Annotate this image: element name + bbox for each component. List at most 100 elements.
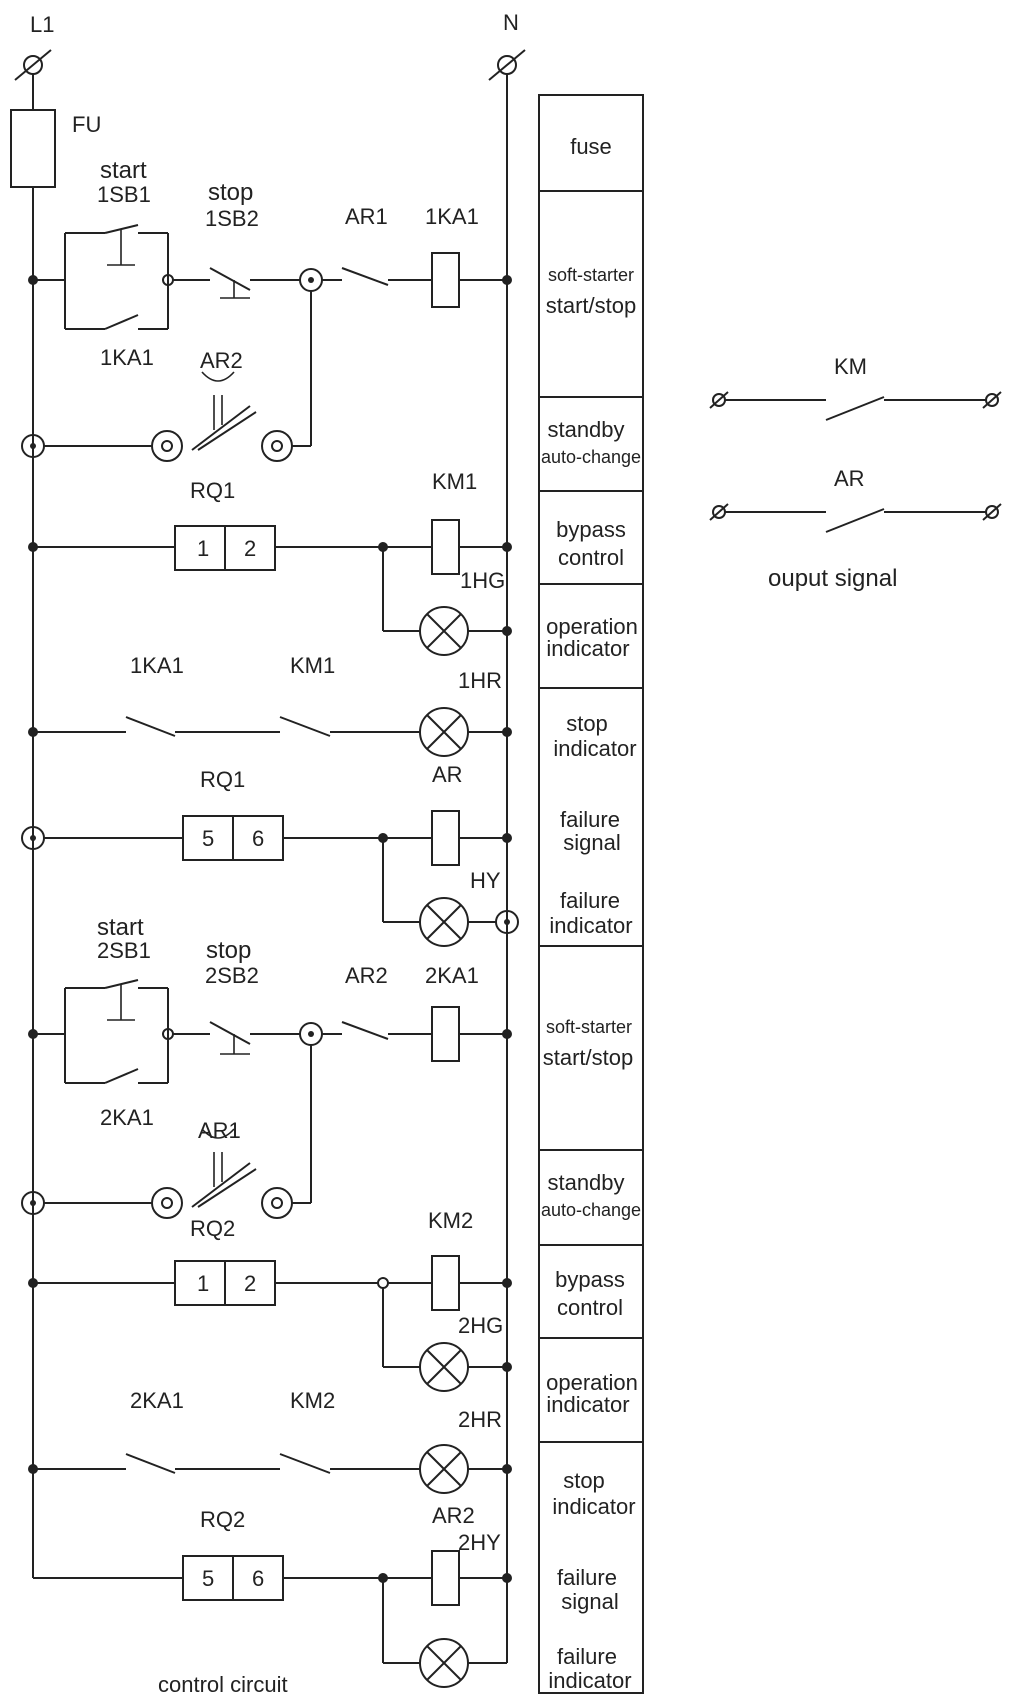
label-l1: L1 [30, 12, 54, 37]
section-sb2-a: standby [547, 1170, 624, 1195]
section-st1-a: stop [566, 711, 608, 736]
label-2sb2: 2SB2 [205, 963, 259, 988]
label-1ka1-hold: 1KA1 [100, 345, 154, 370]
label-ar-coil: AR [432, 762, 463, 787]
section-sb1-a: standby [547, 417, 624, 442]
label-2sb1: 2SB1 [97, 938, 151, 963]
label-2ka1-c: 2KA1 [130, 1388, 184, 1413]
row-standby-1 [21, 371, 311, 462]
label-start-2: start [97, 914, 144, 941]
legend-label-ar: AR [834, 466, 865, 491]
section-op2-b: indicator [546, 1392, 629, 1417]
label-1hr: 1HR [458, 668, 502, 693]
section-ss1-a: soft-starter [548, 265, 634, 285]
label-stop-1: stop [208, 179, 253, 206]
legend-km-contact [709, 391, 1002, 421]
label-1ka1-c: 1KA1 [130, 653, 184, 678]
label-start-1: start [100, 157, 147, 184]
label-rq1-b: RQ1 [200, 767, 245, 792]
label-1hg: 1HG [460, 568, 505, 593]
legend-ar-contact [709, 503, 1002, 533]
label-stop-2: stop [206, 937, 251, 964]
section-op1-a: operation [546, 614, 638, 639]
label-rq2-b: RQ2 [200, 1507, 245, 1532]
section-ss1-b: start/stop [546, 293, 636, 318]
rail-l1 [10, 49, 56, 1578]
row-failure-2 [33, 1550, 512, 1688]
label-2ka1-coil: 2KA1 [425, 963, 479, 988]
label-rq1-t1: 1 [197, 536, 209, 561]
section-fs-b: signal [563, 830, 620, 855]
section-bp2-b: control [557, 1295, 623, 1320]
coil-ar2 [431, 1550, 460, 1606]
label-1sb2: 1SB2 [205, 206, 259, 231]
row-bypass-2 [28, 1255, 512, 1392]
label-km2-coil: KM2 [428, 1208, 473, 1233]
section-fi2-a: failure [557, 1644, 617, 1669]
label-2ka1-hold: 2KA1 [100, 1105, 154, 1130]
section-fi2-b: indicator [548, 1668, 631, 1693]
label-rq1-a: RQ1 [190, 478, 235, 503]
label-km2-c: KM2 [290, 1388, 335, 1413]
label-1sb1: 1SB1 [97, 182, 151, 207]
section-fs2-b: signal [561, 1589, 618, 1614]
label-ar1-r9: AR1 [198, 1118, 241, 1143]
label-km1-c: KM1 [290, 653, 335, 678]
fuse-fu [10, 109, 56, 188]
section-fuse: fuse [570, 134, 612, 159]
label-rq1-t5: 5 [202, 826, 214, 851]
section-sb1-b: auto-change [541, 447, 641, 467]
coil-ar [431, 810, 460, 866]
section-ss2-b: start/stop [543, 1045, 633, 1070]
rail-n [488, 49, 526, 1663]
label-ar2-r8: AR2 [345, 963, 388, 988]
row-softstarter-1 [28, 224, 512, 446]
label-rq2-t6: 6 [252, 1566, 264, 1591]
coil-1ka1 [431, 252, 460, 308]
label-n: N [503, 10, 519, 35]
section-fs2-a: failure [557, 1565, 617, 1590]
section-ss2-a: soft-starter [546, 1017, 632, 1037]
section-fs-a: failure [560, 807, 620, 832]
section-op1-b: indicator [546, 636, 629, 661]
row-standby-2 [21, 1128, 311, 1219]
label-rq1-t6: 6 [252, 826, 264, 851]
section-fi-a: failure [560, 888, 620, 913]
legend-caption: ouput signal [768, 565, 897, 592]
row-failure-1 [21, 810, 519, 947]
section-st2-b: indicator [552, 1494, 635, 1519]
row-bypass-1 [28, 519, 512, 656]
label-ar1-r1: AR1 [345, 204, 388, 229]
section-column [538, 94, 644, 1694]
coil-km2 [431, 1255, 460, 1311]
row-softstarter-2 [28, 979, 512, 1203]
legend-label-km: KM [834, 354, 867, 379]
label-2hy: 2HY [458, 1530, 501, 1555]
section-st2-a: stop [563, 1468, 605, 1493]
label-hy: HY [470, 868, 501, 893]
section-bp1-b: control [558, 545, 624, 570]
label-km1-coil: KM1 [432, 469, 477, 494]
row-stop-indicator-2 [28, 1444, 512, 1494]
label-2hr: 2HR [458, 1407, 502, 1432]
section-sb2-b: auto-change [541, 1200, 641, 1220]
coil-2ka1 [431, 1006, 460, 1062]
label-rq2-a: RQ2 [190, 1216, 235, 1241]
section-op2-a: operation [546, 1370, 638, 1395]
label-ar2-r2: AR2 [200, 348, 243, 373]
section-bp1-a: bypass [556, 517, 626, 542]
section-st1-b: indicator [553, 736, 636, 761]
row-stop-indicator-1 [28, 707, 512, 757]
section-bp2-a: bypass [555, 1267, 625, 1292]
caption-control-circuit: control circuit [158, 1672, 288, 1697]
label-rq2-t1: 1 [197, 1271, 209, 1296]
coil-km1 [431, 519, 460, 575]
label-ar2-coil: AR2 [432, 1503, 475, 1528]
label-1ka1-coil: 1KA1 [425, 204, 479, 229]
label-2hg: 2HG [458, 1313, 503, 1338]
label-fu: FU [72, 112, 101, 137]
section-fi-b: indicator [549, 913, 632, 938]
label-rq1-t2: 2 [244, 536, 256, 561]
label-rq2-t2: 2 [244, 1271, 256, 1296]
